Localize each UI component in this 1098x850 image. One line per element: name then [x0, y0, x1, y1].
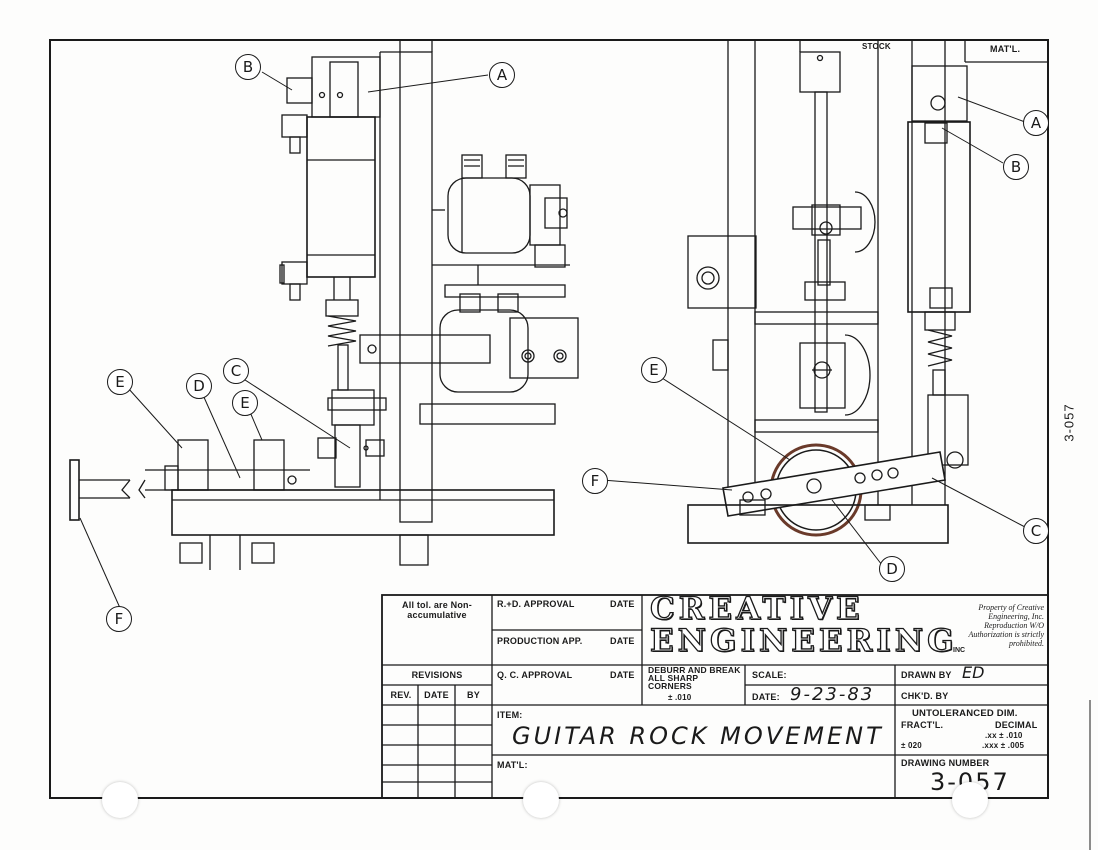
company-suffix: INC: [953, 647, 966, 654]
rev-col-date: DATE: [424, 690, 449, 700]
untoleranced-title: UNTOLERANCED DIM.: [912, 708, 1018, 719]
property-note: Property of Creative Engineering, Inc. R…: [968, 603, 1044, 648]
rd-approval-date-label: DATE: [610, 599, 635, 609]
callout-c-right: C: [1023, 518, 1049, 544]
fractional-label: FRACT'L.: [901, 720, 944, 730]
sheet-border: [49, 39, 1049, 799]
drawn-by-label: DRAWN BY: [901, 670, 952, 680]
punch-hole-center: [523, 782, 559, 818]
revisions-title: REVISIONS: [411, 670, 463, 680]
drawn-by-value: ED: [962, 663, 985, 682]
checked-by-label: CHK'D. BY: [901, 691, 949, 701]
rev-col-by: BY: [467, 690, 480, 700]
callout-d-right: D: [879, 556, 905, 582]
decimal-label: DECIMAL: [995, 720, 1038, 730]
callout-e-left-inner: E: [232, 390, 258, 416]
punch-hole-right: [952, 782, 988, 818]
callout-b-right: B: [1003, 154, 1029, 180]
production-approval-label: PRODUCTION APP.: [497, 636, 583, 646]
callout-a-left: A: [489, 62, 515, 88]
decimal-xx-tolerance: .xx ± .010: [985, 731, 1023, 740]
punch-hole-left: [102, 782, 138, 818]
callout-d-left: D: [186, 373, 212, 399]
production-approval-date-label: DATE: [610, 636, 635, 646]
rd-approval-label: R.+D. APPROVAL: [497, 599, 575, 609]
callout-e-left-outer: E: [107, 369, 133, 395]
drawing-date-label: DATE:: [752, 692, 780, 702]
scale-label: SCALE:: [752, 670, 787, 680]
callout-c-left: C: [223, 358, 249, 384]
item-label: ITEM:: [497, 710, 523, 720]
title-block-grid: [381, 594, 1049, 799]
stock-label: STOCK: [862, 42, 891, 51]
callout-f-left: F: [106, 606, 132, 632]
matl-header-label: MAT'L.: [990, 44, 1021, 54]
qc-approval-date-label: DATE: [610, 670, 635, 680]
rev-col-rev: REV.: [390, 690, 412, 700]
callout-f-right: F: [582, 468, 608, 494]
company-name-line2: ENGINEERING: [649, 622, 958, 659]
tolerance-note: All tol. are Non-accumulative: [402, 600, 472, 620]
left-view: [69, 40, 579, 570]
matl-label: MAT'L:: [497, 760, 528, 770]
side-drawing-number: 3-057: [1061, 403, 1077, 442]
company-name-line1: CREATIVE: [649, 590, 864, 627]
fractional-tolerance: ± 020: [901, 741, 922, 750]
drawing-date-value: 9-23-83: [790, 684, 875, 705]
decimal-xxx-tolerance: .xxx ± .005: [982, 741, 1025, 750]
drawing-number-label: DRAWING NUMBER: [901, 758, 990, 768]
deburr-note: DEBURR AND BREAK ALL SHARP CORNERS: [648, 665, 741, 691]
callout-b-left: B: [235, 54, 261, 80]
deburr-tolerance: ± .010: [668, 693, 692, 702]
right-view: [687, 40, 971, 544]
item-value: GUITAR ROCK MOVEMENT: [512, 722, 884, 750]
callout-a-right: A: [1023, 110, 1049, 136]
callout-e-right: E: [641, 357, 667, 383]
qc-approval-label: Q. C. APPROVAL: [497, 670, 573, 680]
